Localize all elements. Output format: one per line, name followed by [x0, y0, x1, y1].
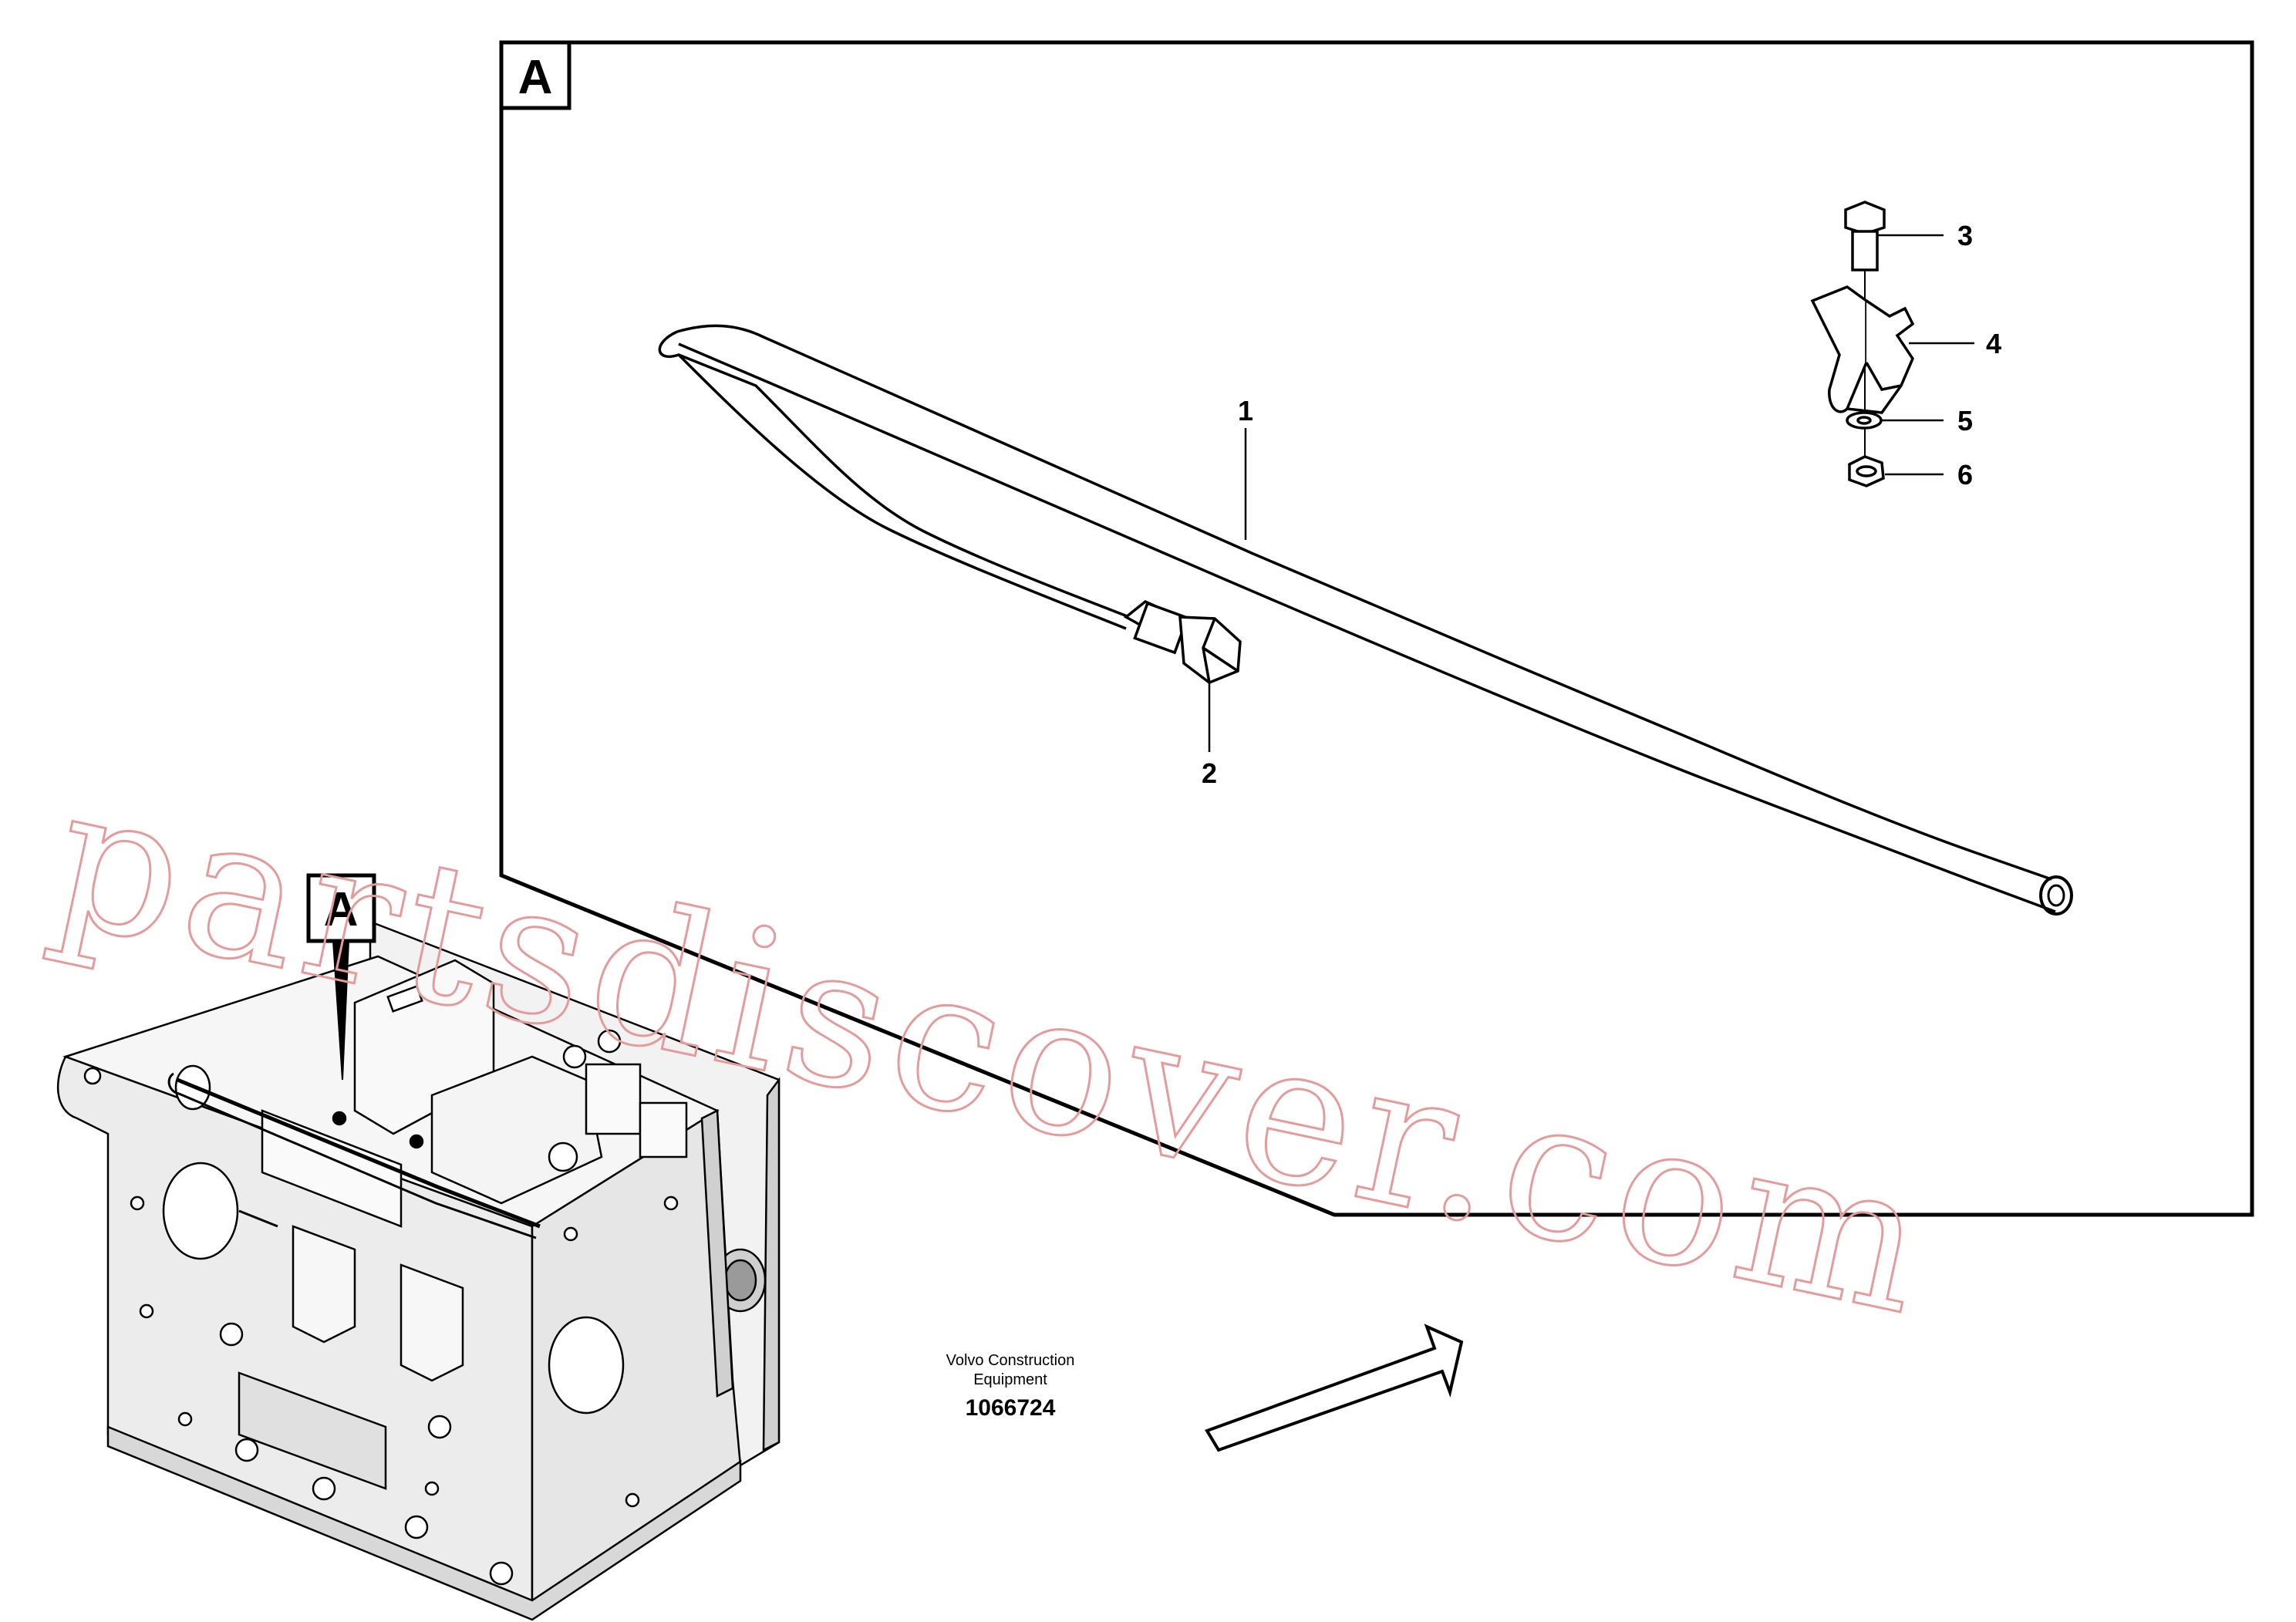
callout-1: 1: [1238, 395, 1253, 427]
leader-lines: [1208, 234, 1974, 752]
detail-panel: A: [499, 40, 2254, 1217]
nut-part-6: [1848, 455, 1885, 487]
view-pointer-arrow: [332, 940, 350, 1081]
callout-3: 3: [1957, 220, 1973, 251]
view-label-letter: A: [324, 883, 359, 936]
manufacturer-line-1: Volvo Construction: [946, 1352, 1075, 1369]
callout-5: 5: [1957, 405, 1973, 437]
manufacturer-line-2: Equipment: [973, 1371, 1047, 1388]
pipe-part-1: [658, 324, 2073, 916]
detail-frame: [499, 40, 2254, 1217]
bolt-part-3: [1844, 201, 1886, 463]
washer-part-5: [1846, 411, 1883, 430]
fitting-part-2: [1123, 599, 1242, 684]
machine-assembly: [57, 920, 781, 1621]
callout-2: 2: [1202, 757, 1217, 789]
view-label: A: [306, 873, 376, 1081]
callout-labels: 1 2 3 4 5 6: [1202, 220, 2001, 789]
title-block: Volvo Construction Equipment 1066724: [946, 1352, 1075, 1421]
detail-label-box: [499, 40, 571, 110]
callout-4: 4: [1986, 328, 2001, 359]
clamp-part-4: [1810, 285, 1915, 414]
detail-label: A: [518, 51, 553, 104]
callout-6: 6: [1957, 459, 1973, 491]
document-number: 1066724: [966, 1395, 1056, 1421]
direction-arrow: [1205, 1324, 1464, 1452]
